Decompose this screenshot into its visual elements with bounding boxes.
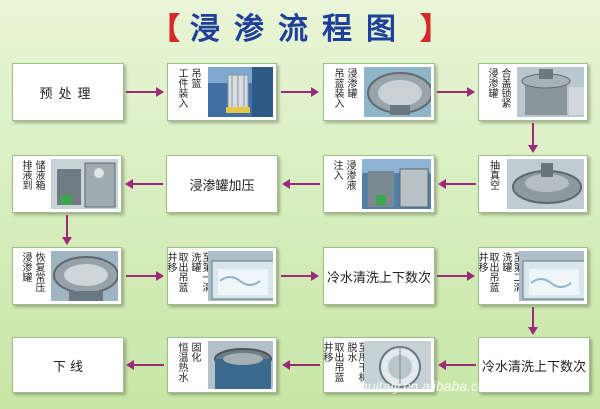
arrow-load-to-tank <box>281 86 319 98</box>
arrow-vacuum-to-inject <box>438 178 476 190</box>
step-offline-label: 下 线 <box>52 359 84 375</box>
second-wash-tank-photo <box>519 251 584 301</box>
step-cold-wash-1-label: 冷水清洗上下数次 <box>326 270 431 286</box>
step-load-basket-caption-1: 吊篮 <box>189 68 200 88</box>
step-close-lid: 合盖锁紧 浸渗罐 <box>478 63 588 121</box>
step-basket-in-tank-caption-2: 吊蓝装入 <box>332 68 343 108</box>
arrow-wash1-to-cold-wash1 <box>281 270 319 282</box>
step-close-lid-caption-2: 浸渗罐 <box>486 68 497 98</box>
step-drain: 储液箱 排液到 <box>12 155 122 213</box>
arrow-lid-to-vacuum <box>527 123 539 153</box>
title-left-bracket: 【 <box>150 12 180 47</box>
step-dry-caption-2: 取出吊蓝并移 <box>323 342 343 382</box>
title-right-bracket: 】 <box>420 12 450 47</box>
step-pretreat-label: 预处理 <box>39 86 97 102</box>
step-wash-1: 至第一清洗罐 取出吊蓝并移 <box>167 247 277 305</box>
hot-water-cure-photo <box>208 341 273 389</box>
step-cold-wash-1: 冷水清洗上下数次 <box>323 247 435 305</box>
step-vacuum: 抽真空 <box>478 155 588 213</box>
drain-tank-photo <box>51 159 118 209</box>
step-cure-caption-2: 恒温热水 <box>176 342 187 382</box>
step-wash-1-caption-2: 取出吊蓝并移 <box>167 252 187 292</box>
arrow-cold-wash1-to-wash2 <box>437 270 475 282</box>
step-load-basket: 吊篮 工件装入 <box>167 63 277 121</box>
step-vacuum-caption-1: 抽真空 <box>487 160 499 190</box>
step-drain-caption-1: 储液箱 <box>33 160 44 190</box>
step-dry-caption-1: 至甩干机脱水 <box>345 342 367 382</box>
arrow-cold-wash2-to-dry <box>438 359 476 371</box>
arrow-pretreat-to-load <box>126 86 164 98</box>
watermark: huitaiy.cn.alibaba.com <box>360 378 498 394</box>
step-basket-in-tank-caption-1: 浸渗罐 <box>345 68 356 98</box>
lid-locked-photo <box>517 67 584 117</box>
arrow-drain-to-restore <box>61 215 73 245</box>
step-wash-1-caption-1: 至第一清洗罐 <box>189 252 211 292</box>
basket-loading-photo <box>208 67 273 117</box>
step-close-lid-caption-1: 合盖锁紧 <box>499 68 510 108</box>
step-drain-caption-2: 排液到 <box>20 160 31 190</box>
first-wash-tank-photo <box>208 251 273 301</box>
step-wash-2: 至第二清洗罐 取出吊蓝并移 <box>478 247 588 305</box>
step-restore-pressure: 恢复常压 浸渗罐 <box>12 247 122 305</box>
title-text: 浸渗流程图 <box>190 12 410 47</box>
step-inject-caption-1: 浸渗液 <box>344 160 355 190</box>
arrow-tank-to-lid <box>437 86 475 98</box>
step-inject: 浸渗液 注入 <box>323 155 435 213</box>
basket-into-tank-photo <box>364 67 431 117</box>
arrow-wash2-to-cold-wash2 <box>527 307 539 335</box>
step-offline: 下 线 <box>12 337 124 393</box>
restore-pressure-photo <box>51 251 118 301</box>
step-pressurize-label: 浸渗罐加压 <box>189 178 255 194</box>
step-load-basket-caption-2: 工件装入 <box>176 68 187 108</box>
arrow-cure-to-offline <box>126 359 164 371</box>
step-cure: 固化 恒温热水 <box>167 337 277 393</box>
step-cold-wash-2-label: 冷水清洗上下数次 <box>481 359 586 375</box>
step-cold-wash-2: 冷水清洗上下数次 <box>478 337 590 393</box>
inject-liquid-photo <box>362 159 431 209</box>
step-cure-caption-1: 固化 <box>189 342 200 362</box>
page-title: 【 浸渗流程图 】 <box>0 4 600 48</box>
arrow-pressurize-to-drain <box>125 178 163 190</box>
arrow-dry-to-cure <box>282 359 320 371</box>
spin-dryer-photo <box>364 341 431 389</box>
step-basket-in-tank: 浸渗罐 吊蓝装入 <box>323 63 435 121</box>
step-restore-caption-2: 浸渗罐 <box>20 252 31 282</box>
arrow-restore-to-wash1 <box>126 270 164 282</box>
step-wash-2-caption-2: 取出吊蓝并移 <box>478 252 498 292</box>
step-pretreat: 预处理 <box>12 63 124 121</box>
vacuum-pump-photo <box>507 159 584 209</box>
step-restore-caption-1: 恢复常压 <box>33 252 44 292</box>
step-wash-2-caption-1: 至第二清洗罐 <box>500 252 522 292</box>
step-dry: 至甩干机脱水 取出吊蓝并移 <box>323 337 435 393</box>
step-pressurize: 浸渗罐加压 <box>166 155 278 213</box>
arrow-inject-to-pressurize <box>282 178 320 190</box>
step-inject-caption-2: 注入 <box>331 160 342 180</box>
